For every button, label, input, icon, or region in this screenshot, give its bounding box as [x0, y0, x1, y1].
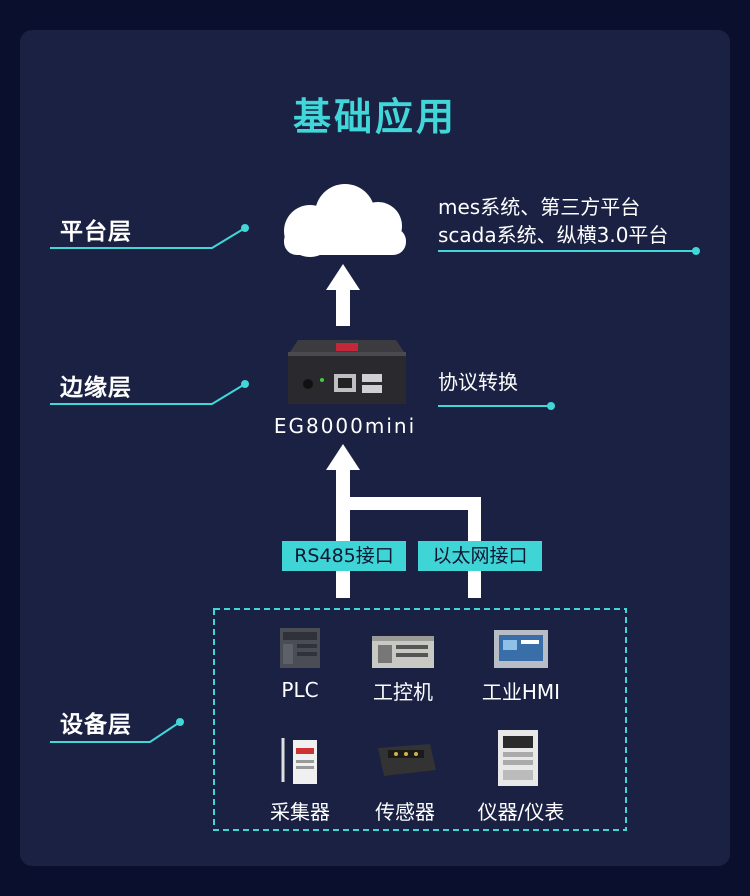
edge-desc-underline: [438, 402, 555, 410]
collector-icon: [281, 738, 317, 784]
device-layer-label: 设备层: [60, 712, 132, 738]
edge-desc: 协议转换: [438, 370, 518, 394]
cloud-icon: [284, 184, 406, 257]
edge-underline: [50, 380, 249, 405]
edge-layer-label: 边缘层: [60, 375, 132, 401]
platform-desc-line1: mes系统、第三方平台: [438, 195, 641, 219]
plc-icon: [280, 628, 320, 668]
rs485-port-label: RS485接口: [282, 541, 406, 571]
platform-layer-label: 平台层: [60, 219, 132, 245]
gateway-name: EG8000mini: [273, 414, 417, 438]
arrow-up-to-gateway: [326, 444, 360, 598]
main-panel: [20, 30, 730, 866]
page-title: 基础应用: [292, 95, 457, 139]
device-label-collector: 采集器: [270, 800, 330, 824]
hmi-icon: [494, 630, 548, 668]
device-label-industrial-pc: 工控机: [373, 680, 433, 704]
device-label-sensor: 传感器: [375, 800, 435, 824]
industrial-pc-icon: [372, 636, 434, 668]
sensor-icon: [378, 744, 436, 776]
device-label-plc: PLC: [281, 678, 319, 702]
platform-desc-underline: [438, 247, 700, 255]
gateway-device-icon: [288, 340, 406, 404]
platform-desc-line2: scada系统、纵横3.0平台: [438, 223, 669, 247]
ethernet-port-label: 以太网接口: [418, 541, 542, 571]
device-label-meter: 仪器/仪表: [477, 800, 565, 824]
device-group-box: [213, 608, 627, 831]
device-label-hmi: 工业HMI: [481, 680, 561, 704]
arrow-up-to-cloud: [326, 264, 360, 326]
platform-desc: mes系统、第三方平台 scada系统、纵横3.0平台: [438, 193, 668, 249]
meter-icon: [498, 730, 538, 786]
platform-underline: [50, 224, 249, 249]
device-underline: [50, 718, 184, 743]
